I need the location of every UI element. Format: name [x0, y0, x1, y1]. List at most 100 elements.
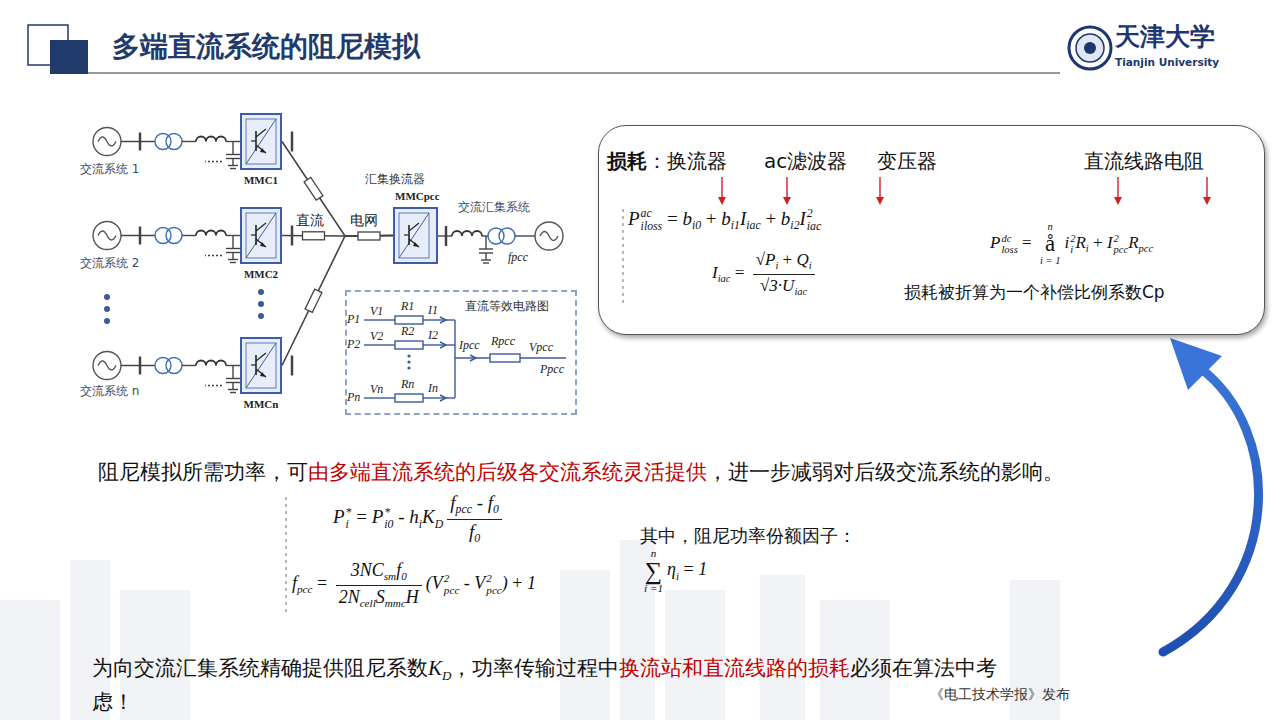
node-label: ac滤波器 — [764, 148, 847, 175]
formula-term: 0 — [493, 503, 499, 516]
resistor-symbol — [303, 177, 381, 312]
skyline-watermark — [0, 540, 1060, 720]
formula-term: R — [1128, 233, 1138, 252]
header-rule — [88, 72, 1060, 73]
formula-term: I — [1107, 233, 1113, 252]
text-label: 其中，阻尼功率份额因子： — [640, 524, 856, 548]
converter-box: MMCn — [240, 337, 282, 394]
formula-term: + — [783, 250, 793, 269]
formula-term: √ — [756, 250, 765, 269]
formula-term: 阻尼模拟所需功率，可 — [98, 460, 308, 484]
formula-term: 2 — [807, 208, 821, 220]
fraction: 3NCsmf02NcellSmmcH — [336, 560, 422, 610]
text-label: Vn — [370, 382, 383, 397]
stacked-index: 2pcc — [486, 573, 501, 596]
formula-term: iac — [746, 219, 760, 232]
formula-term: + — [706, 208, 717, 229]
formula-term: = — [735, 263, 745, 282]
formula-term: H — [406, 587, 419, 607]
formula-term: f — [469, 521, 474, 542]
text-label: 《电工技术学报》发布 — [930, 686, 1070, 704]
formula-term: I — [740, 208, 746, 229]
formula-term: = — [1022, 233, 1032, 252]
formula-term: pcc — [444, 585, 459, 597]
formula-term: = — [667, 208, 678, 229]
header-square-outline — [28, 25, 68, 65]
formula-term: i0 — [692, 219, 701, 232]
feedback-arrow — [1163, 338, 1259, 652]
text-label: I2 — [428, 328, 438, 343]
converter-box: 汇集换流器MMCpcc — [393, 207, 438, 264]
igbt-symbol — [242, 339, 284, 396]
formula-term: V — [474, 573, 485, 593]
formula-term: 2 — [1114, 233, 1129, 244]
text-label: Tianjin University — [1115, 56, 1219, 68]
stacked-index: 2pcc — [1114, 233, 1129, 255]
formula-term: + — [512, 573, 522, 593]
formula-term: K — [422, 506, 435, 527]
formula-term: ，功率传输过程中 — [451, 656, 619, 680]
text-label: fpcc — [508, 250, 528, 265]
text-label: R2 — [401, 324, 414, 339]
formula-term: 2 — [1070, 233, 1075, 244]
text-label: P2 — [347, 337, 360, 352]
formula-term: sm — [384, 570, 396, 582]
formula-term: · — [778, 276, 782, 295]
formula-term: 0 — [401, 570, 407, 582]
dc-line — [282, 235, 393, 237]
formula-term: = — [356, 506, 367, 527]
formula-term: f — [450, 492, 455, 513]
node-label: ：换流器 — [647, 148, 727, 175]
slide-title: 多端直流系统的阻尼模拟 — [112, 28, 420, 66]
formula: fpcc=3NCsmf02NcellSmmcH(V2pcc-V2pcc)+1 — [292, 560, 536, 610]
formula-term: ) — [502, 573, 508, 593]
formula: Pdcloss=nåi = 1i2iRi+I2pccRpcc — [990, 222, 1153, 266]
numerator: √Pi+Qi — [753, 250, 815, 275]
formula-term: 2N — [339, 587, 360, 607]
formula-term: i — [1086, 243, 1089, 254]
formula-term: i — [1070, 244, 1075, 255]
node-label: MMCn — [244, 398, 279, 410]
formula-term: P — [333, 506, 345, 527]
formula-term: n — [651, 548, 657, 559]
formula-term: i — [676, 570, 679, 582]
formula-term: + — [1093, 233, 1103, 252]
node-label: 损耗 — [607, 148, 647, 175]
igbt-symbol — [395, 209, 440, 266]
formula-term: * — [346, 507, 352, 519]
formula-term: i =1 — [644, 583, 663, 594]
formula-term: f — [396, 560, 401, 580]
converter-box: MMC1 — [240, 113, 282, 170]
node-label: 直流等效电路图 — [465, 298, 549, 315]
text-label: 交流系统 1 — [80, 161, 139, 178]
formula-term: i1 — [731, 219, 740, 232]
text-label: 交流系统 2 — [80, 255, 139, 272]
node-label: 损耗被折算为一个补偿比例系数Cp — [904, 281, 1165, 304]
formula-term: pcc — [1114, 244, 1129, 255]
formula-term: cell — [360, 597, 376, 609]
formula-term: i = 1 — [1040, 256, 1061, 267]
formula-term: iloss — [641, 221, 663, 233]
formula-term: iac — [718, 273, 731, 284]
formula-term: h — [409, 506, 419, 527]
formula-term: i — [809, 260, 812, 271]
formula-term: R — [1075, 233, 1085, 252]
node-label: MMCpcc — [395, 190, 440, 202]
formula-term: b — [721, 208, 731, 229]
formula-term: i0 — [384, 519, 393, 531]
formula-term: * — [384, 507, 393, 519]
formula-term: - — [398, 506, 404, 527]
text-label: P1 — [347, 312, 360, 327]
university-emblem — [1069, 27, 1111, 69]
formula-term: ∑ — [645, 559, 662, 583]
text-label: 天津大学 — [1115, 20, 1215, 53]
formula-term: i — [346, 519, 352, 531]
converter-box: MMC2 — [240, 207, 282, 264]
formula-term: i2 — [790, 219, 799, 232]
stacked-index: dcloss — [1001, 233, 1017, 255]
formula-term: I — [712, 263, 718, 282]
formula-term: b — [781, 208, 791, 229]
numerator: fpcc-f0 — [447, 492, 502, 520]
